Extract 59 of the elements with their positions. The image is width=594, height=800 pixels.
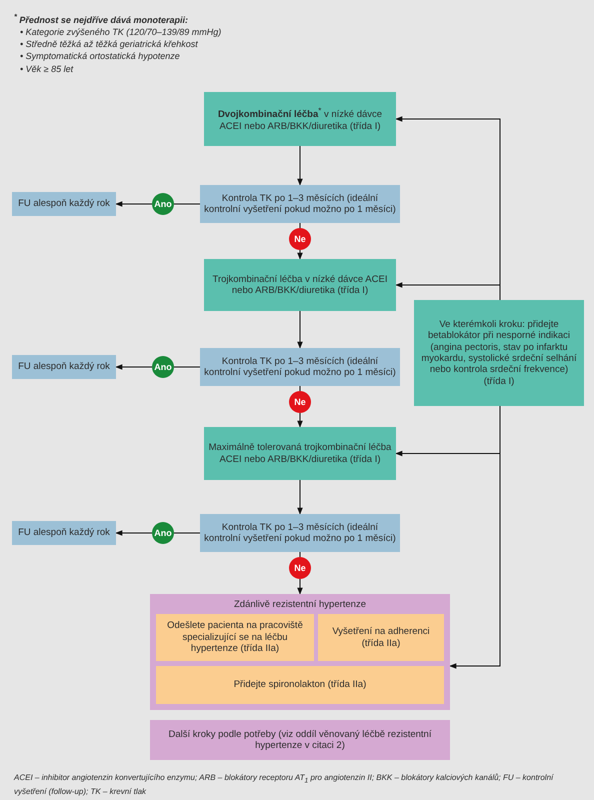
node-text: Kontrola TK po 1–3 měsících (ideální kontrolní vyšetření pokud možno po 1 měsíci) bbox=[204, 356, 396, 378]
process-box bbox=[200, 185, 400, 223]
node-text: Kontrola TK po 1–3 měsících (ideální kontrolní vyšetření pokud možno po 1 měsíci) bbox=[204, 522, 396, 544]
note-heading: $^{*}$ Přednost se nejdříve dává monoterapii: bbox=[14, 12, 189, 26]
node-text: Další kroky podle potřeby (viz oddíl věnovaný léčbě rezistentní hypertenze v citaci 2) bbox=[168, 728, 432, 751]
yes-circle bbox=[152, 356, 174, 378]
note-item: • Věk ≥ 85 let bbox=[20, 62, 74, 75]
node-text: Ne bbox=[294, 397, 306, 407]
treatment-box bbox=[204, 427, 396, 480]
yes-circle bbox=[152, 193, 174, 215]
arrow bbox=[297, 250, 303, 260]
node-text: FU alespoň každý rok bbox=[18, 527, 110, 538]
treatment-box bbox=[414, 300, 584, 406]
process-box bbox=[12, 192, 116, 216]
yes-circle bbox=[152, 522, 174, 544]
node-text: FU alespoň každý rok bbox=[18, 198, 110, 210]
no-circle bbox=[289, 391, 311, 413]
node-text: Kontrola TK po 1–3 měsících (ideální kontrolní vyšetření pokud možno po 1 měsíci) bbox=[204, 192, 396, 215]
note-item: • Středně těžká až těžká geriatrická křehkost bbox=[20, 38, 199, 50]
arrow bbox=[115, 530, 152, 536]
arrow bbox=[297, 412, 303, 428]
node-text: Odešlete pacienta na pracoviště specializující se na léčbu hypertenze (třída IIa) bbox=[167, 620, 303, 654]
step-box bbox=[318, 614, 444, 661]
node-text: Přidejte spironolakton (třída IIa) bbox=[234, 679, 366, 690]
node-text: Ano bbox=[154, 528, 172, 538]
node-text: Trojkombinační léčba v nízké dávce ACEI nebo ARB/BKK/diuretika (třída I) bbox=[212, 274, 388, 296]
arrow bbox=[297, 310, 303, 349]
group-box bbox=[150, 594, 450, 710]
step-box bbox=[156, 614, 314, 661]
arrow bbox=[115, 364, 152, 370]
note-item: • Symptomatická ortostatická hypotenze bbox=[20, 50, 181, 63]
node-text: Vyšetření na adherenci (třída IIa) bbox=[332, 626, 430, 648]
process-box bbox=[12, 521, 116, 545]
note-item: • Kategorie zvýšeného TK (120/70–139/89 mmHg) bbox=[20, 26, 222, 38]
node-text: Ano bbox=[154, 199, 172, 209]
abbreviation-note: ACEI – inhibitor angiotenzin konvertujícího enzymu; ARB – blokátory receptoru AT$_{1}$ pro angiotenzin II; BKK – blokátory kalciových kanálů; FU – kontrolní vyšetření (follow-up); TK – krevní tlak bbox=[14, 772, 555, 798]
node-text: Ve kterémkoli kroku: přidejte betablokátor při nesporné indikaci (angina pectoris, stav po infarktu myokardu, systolické srdeční selhání nebo kontrola srdeční frekvence) (třída I) bbox=[421, 318, 577, 387]
node-text: Ne bbox=[294, 234, 306, 244]
arrow bbox=[115, 201, 152, 207]
node-text: Dvojkombinační léčba$^{*}$ v nízké dávce ACEI nebo ARB/BKK/diuretika (třída I) bbox=[218, 109, 382, 132]
treatment-box bbox=[204, 92, 396, 146]
arrow bbox=[297, 578, 303, 595]
process-box bbox=[200, 514, 400, 552]
group-title: Zdánlivě rezistentní hypertenze bbox=[232, 599, 368, 610]
no-circle bbox=[289, 557, 311, 579]
arrow bbox=[449, 406, 500, 669]
process-box bbox=[12, 355, 116, 379]
arrow bbox=[297, 480, 303, 515]
treatment-box bbox=[204, 259, 396, 311]
node-text: FU alespoň každý rok bbox=[18, 361, 110, 372]
no-circle bbox=[289, 228, 311, 250]
arrow bbox=[395, 282, 500, 300]
node-text: Ano bbox=[154, 362, 172, 372]
step-box bbox=[150, 720, 450, 760]
node-text: Maximálně tolerovaná trojkombinační léčba ACEI nebo ARB/BKK/diuretika (třída I) bbox=[208, 442, 392, 464]
arrow bbox=[297, 146, 303, 186]
node-text: Ne bbox=[294, 563, 306, 573]
step-box bbox=[156, 666, 444, 704]
process-box bbox=[200, 348, 400, 386]
